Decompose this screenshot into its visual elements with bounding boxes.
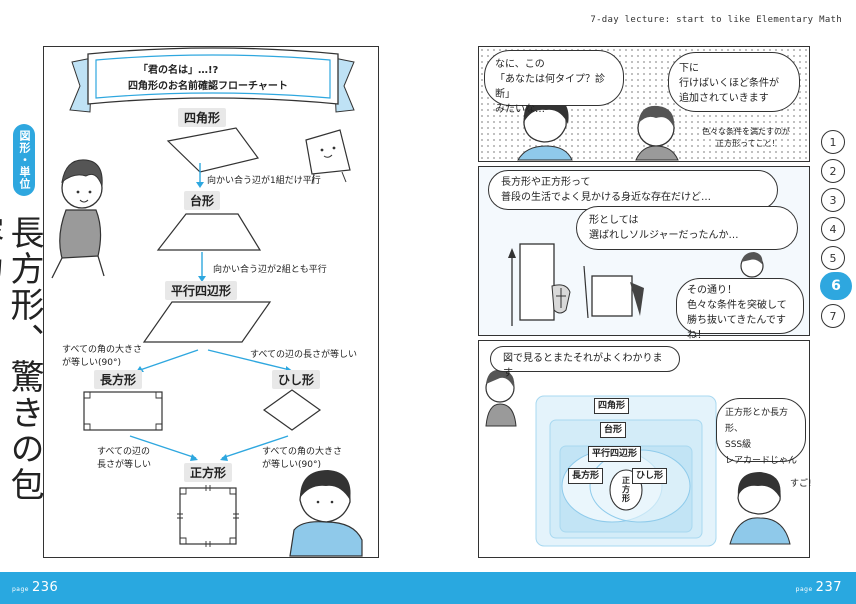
banner-line-2: 四角形のお名前確認フローチャート [128,81,288,92]
chapter-tab-2[interactable]: 2 [821,159,845,183]
speech-bubble-2: 下に 行けばいくほど条件が 追加されていきます [668,52,800,112]
quadrilateral-shape [166,127,260,173]
right-page-prefix: page [795,586,813,593]
condition-to-rhombus: すべての辺の長さが等しい [250,350,358,360]
speech-bubble-4: 形としては 選ばれしソルジャーだったんか… [576,206,798,250]
speech-bubble-5: その通り！ 色々な条件を突破して 勝ち抜いてきたんですね！ [676,278,804,341]
header-title: 7-day lecture: start to like Elementary … [590,15,842,25]
quad-character-illustration [305,129,351,185]
chapter-tab-4[interactable]: 4 [821,217,845,241]
nested-label-parallelogram: 平行四辺形 [588,446,642,462]
footer-bar [0,572,856,604]
condition-to-square-right-1: すべての角の大きさ [262,447,343,457]
rectangle-shape [83,391,163,431]
square-char-2: 方 [622,485,630,494]
bubble-2-line-1: 下に [679,63,699,74]
chapter-tab-7[interactable]: 7 [821,304,845,328]
condition-to-rectangle-1: すべての角の大きさ [62,345,143,355]
boy-character-illustration [51,159,105,279]
girl-character-illustration [289,470,363,557]
chapter-tab-1[interactable]: 1 [821,130,845,154]
square-char-3: 形 [622,494,630,503]
nested-label-trapezoid: 台形 [600,422,627,438]
condition-to-square-left-1: すべての辺の [97,447,151,457]
square-soldier-illustration [583,265,644,319]
node-parallelogram: 平行四辺形 [165,281,238,300]
speech-bubble-3: 長方形や正方形って 普段の生活でよく見かける身近な存在だけど… [488,170,778,210]
right-page-value: 237 [815,580,842,595]
condition-to-parallelogram: 向かい合う辺が2組とも平行 [213,265,327,275]
bubble-1-line-2: 「あなたは何タイプ？診断」 [495,74,605,100]
bubble-7-line-2: SSS級 [725,440,752,450]
nested-label-rectangle: 長方形 [568,468,604,484]
bubble-3-line-2: 普段の生活でよく見かける身近な存在だけど… [501,192,711,203]
node-quadrilateral: 四角形 [178,108,227,127]
square-char-1: 正 [622,476,630,485]
node-square: 正方形 [184,463,233,482]
nested-label-rhombus: ひし形 [632,468,668,484]
trapezoid-shape [156,213,262,251]
condition-to-rectangle-2: が等しい(90°) [62,358,121,368]
bubble-4-line-2: 選ばれしソルジャーだったんか… [589,230,739,241]
banner-line-1: 「君の名は」…!? [138,65,219,76]
condition-to-square-right-2: が等しい(90°) [262,460,321,470]
nested-label-quadrilateral: 四角形 [594,398,630,414]
bubble-7-line-1: 正方形とか長方形、 [725,408,789,434]
speech-bubble-6: 図で見るとまたそれがよくわかります [490,346,680,379]
chapter-tab-3[interactable]: 3 [821,188,845,212]
chapter-category-tab: 図形・単位 [13,124,35,196]
bubble-7-line-3: レアカードじゃん [725,456,798,466]
bubble-6-line-1: 図で見るとまたそれがよくわかります [503,353,663,379]
handwritten-note-2: 正方形ってこと！ [716,139,780,148]
rhombus-shape [262,389,322,431]
speech-bubble-7: 正方形とか長方形、 SSS級 レアカードじゃん [716,398,806,466]
left-page-value: 236 [32,580,59,595]
bubble-1-line-1: なに、この [495,59,545,70]
nested-label-square: 正 方 形 [620,476,632,503]
square-shape [179,487,237,545]
boy-explaining-illustration [635,105,679,161]
node-rhombus: ひし形 [272,370,321,389]
exclamation-text: すご! [790,479,812,489]
speech-bubble-1: なに、この 「あなたは何タイプ？診断」 みたいな… [484,50,624,115]
left-page-prefix: page [12,586,29,593]
bubble-1-line-3: みたいな… [495,104,545,115]
bubble-5-line-2: 色々な条件を突破して [687,300,787,311]
bubble-5-line-3: 勝ち抜いてきたんですね！ [687,315,786,341]
bubble-3-line-1: 長方形や正方形って [501,177,591,188]
bubble-5-line-1: その通り！ [687,285,737,296]
chapter-tab-6[interactable]: 6 [820,272,852,300]
girl-surprised-illustration [729,472,791,545]
bubble-2-line-3: 追加されていきます [679,93,769,104]
banner-ribbon [69,47,355,113]
parallelogram-shape [142,301,272,343]
chapter-tab-5[interactable]: 5 [821,246,845,270]
chapter-title: 長方形、驚きの包容力！ [0,215,44,503]
boy-smiling-illustration [740,252,764,278]
bubble-4-line-1: 形としては [589,215,639,226]
handwritten-note-1: 色々な条件を満たすのが [702,127,790,136]
bubble-2-line-2: 行けばいくほど条件が [679,78,779,89]
boy-pointing-illustration [485,369,517,427]
condition-to-trapezoid: 向かい合う辺が1組だけ平行 [207,176,321,186]
rectangle-soldier-illustration [508,243,571,326]
node-rectangle: 長方形 [94,370,143,389]
node-trapezoid: 台形 [184,191,221,210]
condition-to-square-left-2: 長さが等しい [97,460,152,470]
